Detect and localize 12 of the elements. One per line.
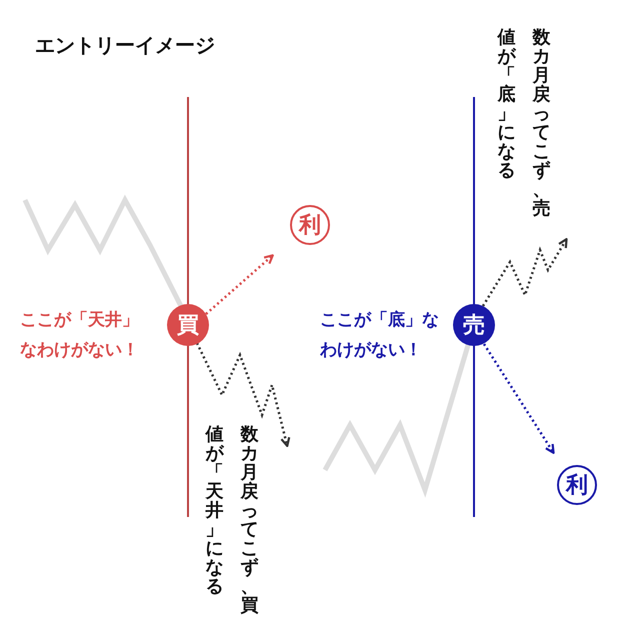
dotted-arrow [196, 342, 290, 448]
annotation-text: ここが「天井」なわけがない！ [20, 309, 140, 362]
dotted-arrow [482, 238, 568, 307]
dotted-arrow [482, 343, 555, 454]
filled-circle: 売 [453, 304, 495, 346]
title: エントリーイメージ [35, 32, 215, 59]
filled-circle: 買 [167, 304, 209, 346]
vertical-note: 数カ月戻ってこず、買値が「天井」になる [204, 425, 260, 615]
outlined-circle: 利 [290, 205, 330, 245]
vertical-note: 数カ月戻ってこず、売値が「底」になる [496, 28, 552, 218]
outlined-circle: 利 [557, 465, 597, 505]
annotation-text: ここが「底」なわけがない！ [320, 309, 440, 362]
